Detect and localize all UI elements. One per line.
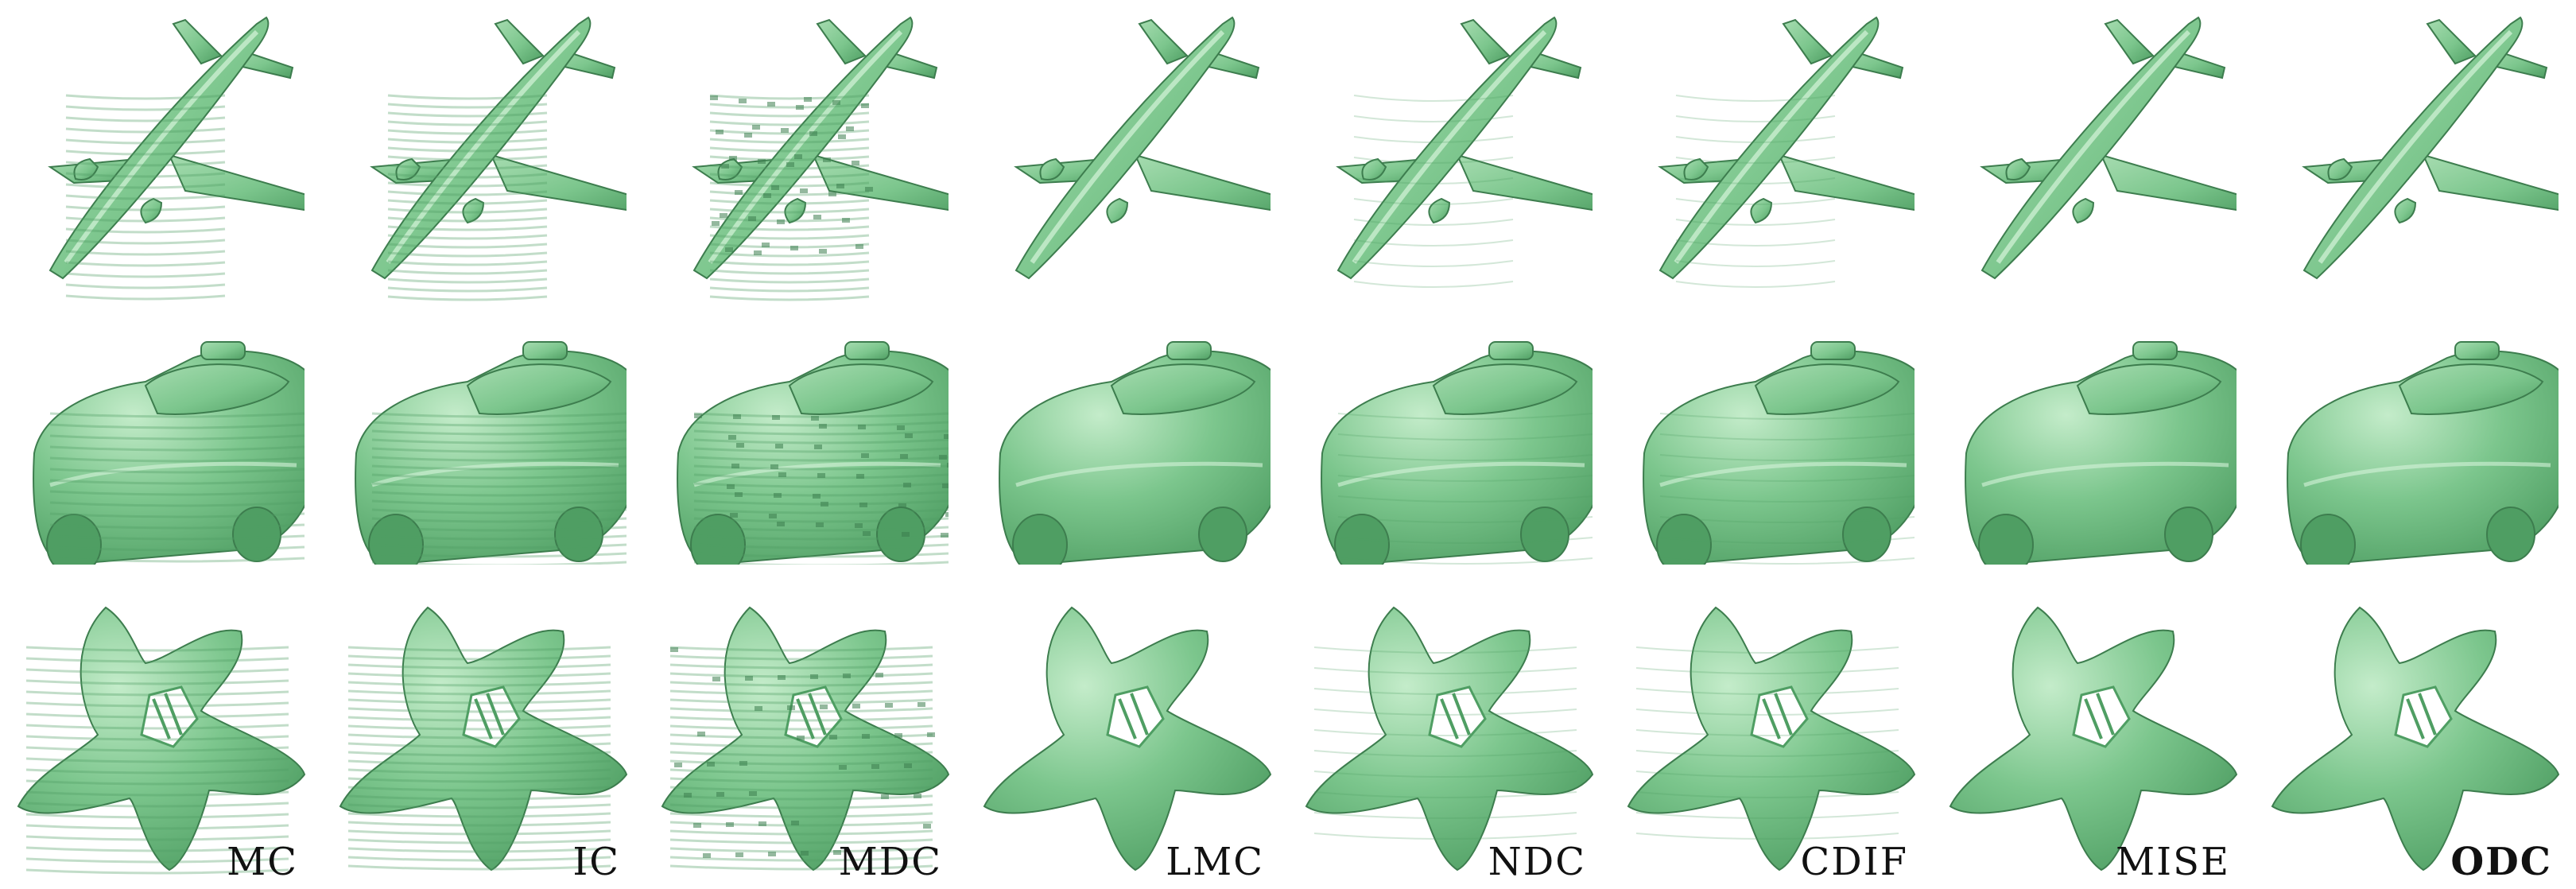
airplane-lmc-render [984,0,1291,302]
airplane-mdc-render [662,0,969,319]
car-mdc-render [662,326,965,637]
method-label-cdif: CDIF [1800,840,1908,884]
star-mise-render [1942,600,2244,878]
airplane-ndc-render [1306,0,1613,302]
airplane-cdif-render [1628,0,1935,302]
car-ndc-render [1306,326,1609,606]
star-mdc-render [654,600,956,878]
star-ndc-render [1298,600,1600,878]
star-odc-render [2264,600,2566,878]
star-cdif-render [1620,600,1922,878]
method-label-mdc: MDC [838,840,942,884]
car-mc-render [18,326,321,697]
star-lmc-render [976,600,1278,878]
method-label-ic: IC [572,840,620,884]
method-label-mc: MC [227,840,298,884]
method-label-odc: ODC [2450,840,2552,884]
star-ic-render [332,600,634,878]
airplane-mise-render [1950,0,2257,302]
method-label-lmc: LMC [1166,840,1264,884]
car-odc-render [2272,326,2575,576]
star-mc-render [10,600,312,886]
car-mise-render [1950,326,2253,576]
car-cdif-render [1628,326,1931,606]
airplane-odc-render [2272,0,2576,302]
method-label-mise: MISE [2115,840,2230,884]
car-lmc-render [984,326,1287,576]
airplane-ic-render [340,0,647,319]
method-label-ndc: NDC [1488,840,1586,884]
car-ic-render [340,326,643,637]
airplane-mc-render [18,0,325,379]
